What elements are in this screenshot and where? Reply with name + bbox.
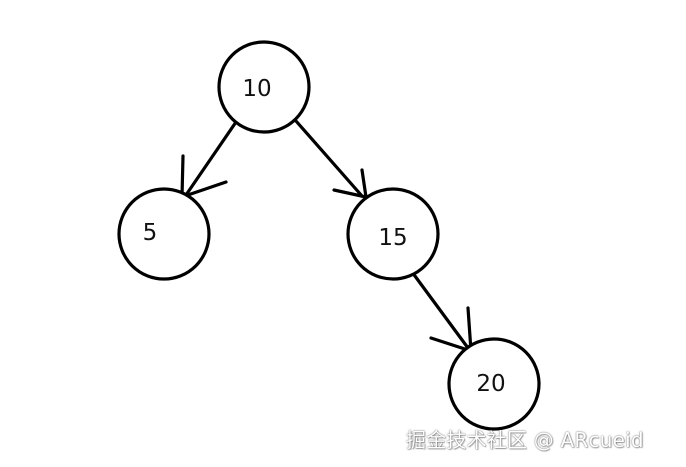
node-label: 20	[476, 371, 505, 397]
node-circle	[217, 40, 311, 134]
node-circle	[447, 337, 541, 431]
node-label: 10	[242, 76, 271, 102]
node-circle	[117, 187, 211, 281]
node-label: 5	[143, 220, 158, 246]
tree-node-15: 15	[346, 187, 440, 281]
tree-node-10: 10	[217, 40, 311, 134]
edge-line	[294, 119, 364, 198]
edge-line	[184, 120, 238, 197]
watermark-text: 掘金技术社区 @ ARcueid	[406, 428, 644, 452]
edge-line	[410, 270, 470, 350]
edge-10-to-15	[294, 119, 368, 199]
node-circle	[346, 187, 440, 281]
edge-10-to-5	[180, 120, 238, 199]
tree-node-5: 5	[117, 187, 211, 281]
tree-node-20: 20	[447, 337, 541, 431]
node-label: 15	[378, 225, 407, 251]
edge-15-to-20	[410, 270, 473, 353]
